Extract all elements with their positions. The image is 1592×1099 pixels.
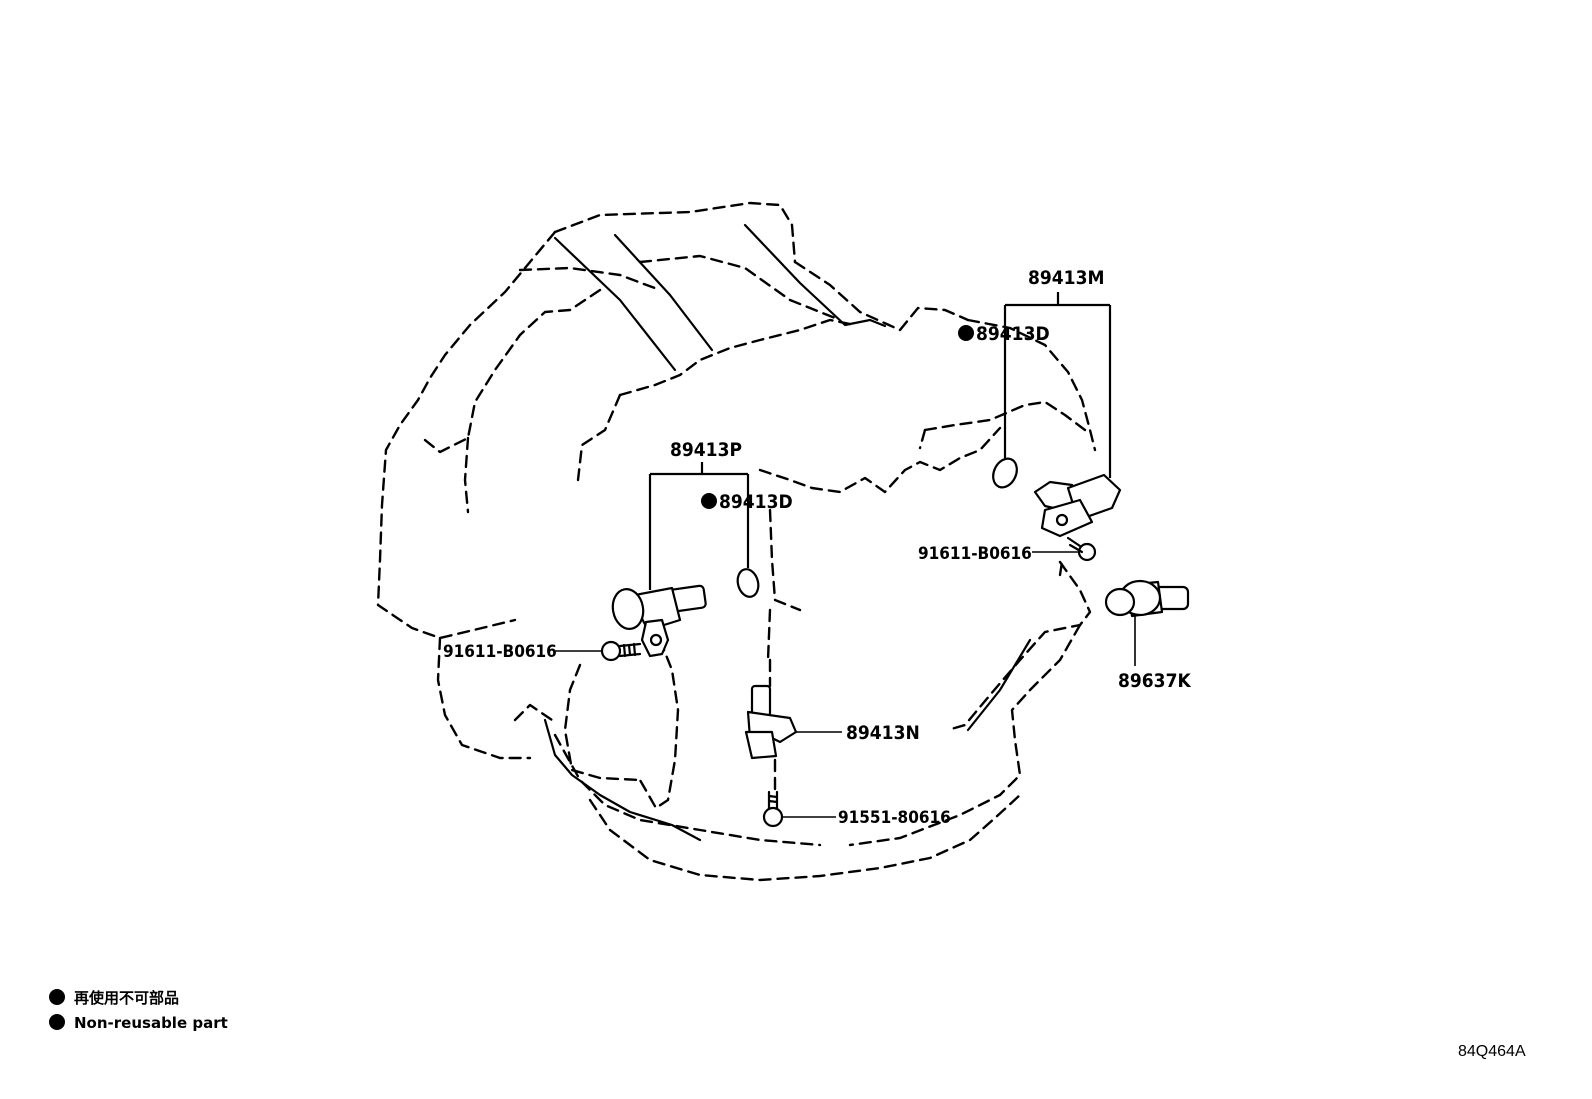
legend-text-jp: 再使用不可部品 [74,989,179,1007]
engine-outline [376,201,1097,882]
bolt-91611-left [600,640,642,662]
sensor-89413P [611,584,707,658]
bolt-91611-right [1066,536,1097,562]
label-91611-left: 91611-B0616 [443,642,557,662]
oring-89413D-left [736,568,760,598]
non-reusable-dot-right [958,325,974,341]
legend-dot-jp [49,989,65,1005]
label-89413D-left: 89413D [719,491,793,513]
label-91611-right: 91611-B0616 [918,544,1032,564]
legend-text-en: Non-reusable part [74,1014,228,1032]
label-89637K: 89637K [1118,670,1191,692]
label-89413P: 89413P [670,439,742,461]
label-89413D-right: 89413D [976,323,1050,345]
oring-89413D-right [992,457,1018,489]
sensor-89637K [1104,579,1190,618]
legend-dot-en [49,1014,65,1030]
bolt-91551 [762,790,784,828]
legend: 再使用不可部品 Non-reusable part [49,989,228,1032]
diagram-code: 84Q464A [1458,1043,1526,1060]
non-reusable-dot-left [701,493,717,509]
label-89413N: 89413N [846,722,920,744]
leader-lines [554,292,1136,818]
part-labels: 89413M 89413D 89413P 89413D 91611-B0616 … [443,267,1191,828]
label-91551: 91551-80616 [838,808,951,828]
sensor-89413N [744,684,798,760]
label-89413M: 89413M [1028,267,1104,289]
sensor-89413M [1033,473,1122,538]
